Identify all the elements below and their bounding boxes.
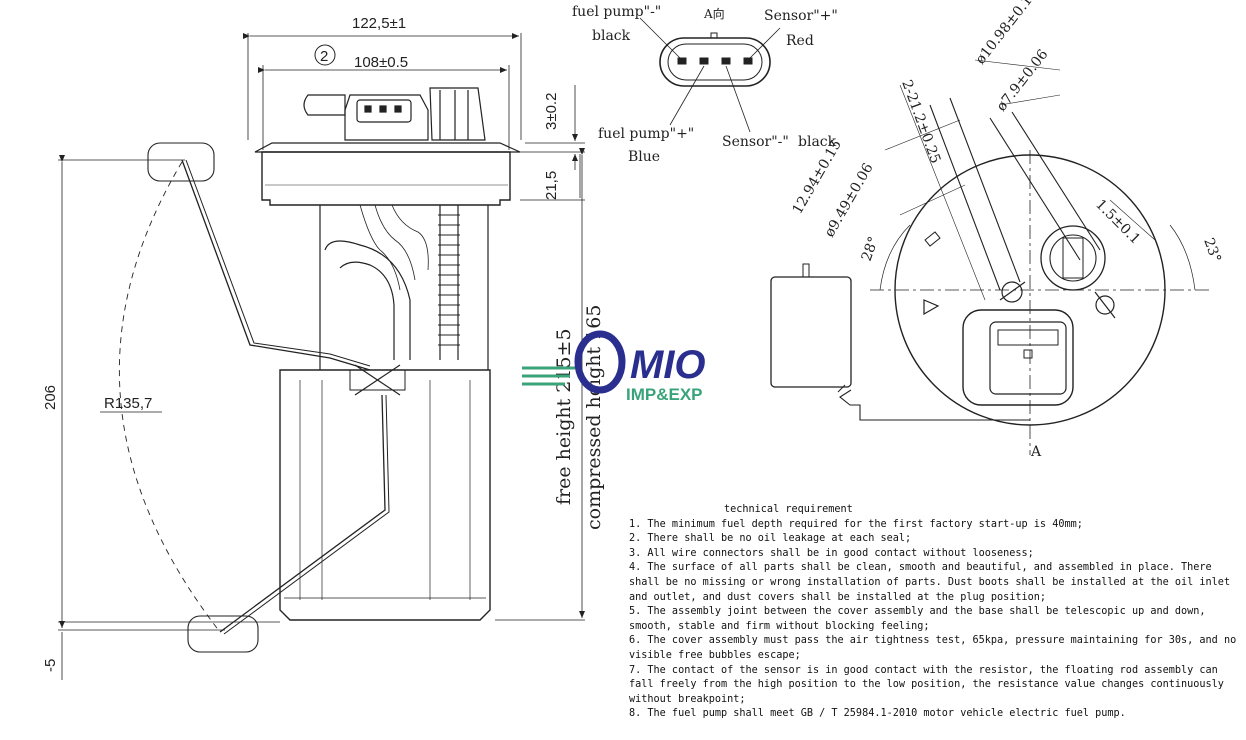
dim-compressed-height: compressed height 165 bbox=[583, 305, 605, 530]
logo-brand: MIO bbox=[630, 343, 706, 387]
label-sensor-positive: Sensor"+" bbox=[764, 8, 838, 24]
logo-o-icon bbox=[574, 330, 626, 394]
brand-watermark: MIO IMP&EXP bbox=[522, 330, 706, 404]
label-sensor-positive-color: Red bbox=[786, 33, 814, 49]
dim-overall-width: 122,5±1 bbox=[352, 15, 406, 32]
dim-float-height: 206 bbox=[42, 385, 59, 410]
technical-requirements: technical requirement 1. The minimum fue… bbox=[629, 503, 1241, 722]
dim-9-49: ø9.49±0.06 bbox=[822, 160, 877, 240]
label-sensor-negative: Sensor"-" bbox=[722, 134, 789, 150]
angle-28: 28° bbox=[859, 235, 883, 264]
dim-hole-7-9: ø7.9±0.06 bbox=[994, 47, 1052, 115]
requirement-item: 5. The assembly joint between the cover … bbox=[629, 606, 1206, 632]
requirements-title: technical requirement bbox=[724, 504, 853, 515]
label-view-a: A向 bbox=[703, 6, 725, 21]
requirement-item: 4. The surface of all parts shall be cle… bbox=[629, 562, 1231, 603]
requirement-item: 1. The minimum fuel depth required for t… bbox=[629, 518, 1083, 530]
label-sensor-negative-color: black bbox=[798, 134, 837, 150]
dim-float-radius: R135,7 bbox=[104, 395, 152, 412]
dim-free-height: free height 215±5 bbox=[553, 328, 575, 505]
dim-cover-height: 21,5 bbox=[543, 171, 560, 200]
label-pump-negative-color: black bbox=[592, 28, 631, 44]
requirement-item: 7. The contact of the sensor is in good … bbox=[629, 664, 1224, 705]
dim-flange-width: 108±0.5 bbox=[354, 54, 408, 71]
dim-flange-thickness: 3±0.2 bbox=[543, 93, 560, 130]
label-pump-positive: fuel pump"+" bbox=[598, 126, 694, 142]
requirement-item: 8. The fuel pump shall meet GB / T 25984… bbox=[629, 708, 1126, 720]
side-view bbox=[58, 33, 585, 680]
label-pump-negative: fuel pump"-" bbox=[572, 4, 661, 20]
top-view bbox=[770, 59, 1210, 455]
callout-number: 2 bbox=[320, 48, 328, 65]
logo-sub: IMP&EXP bbox=[626, 385, 703, 404]
connector-view bbox=[639, 17, 781, 133]
label-pump-positive-color: Blue bbox=[628, 149, 660, 165]
requirement-item: 3. All wire connectors shall be in good … bbox=[629, 547, 1034, 559]
section-label-a: A bbox=[1030, 444, 1042, 460]
requirement-item: 6. The cover assembly must pass the air … bbox=[629, 635, 1237, 661]
requirement-item: 2. There shall be no oil leakage at each… bbox=[629, 533, 912, 545]
angle-23: 23° bbox=[1200, 236, 1224, 265]
dim-bottom-offset: -5 bbox=[42, 659, 59, 672]
